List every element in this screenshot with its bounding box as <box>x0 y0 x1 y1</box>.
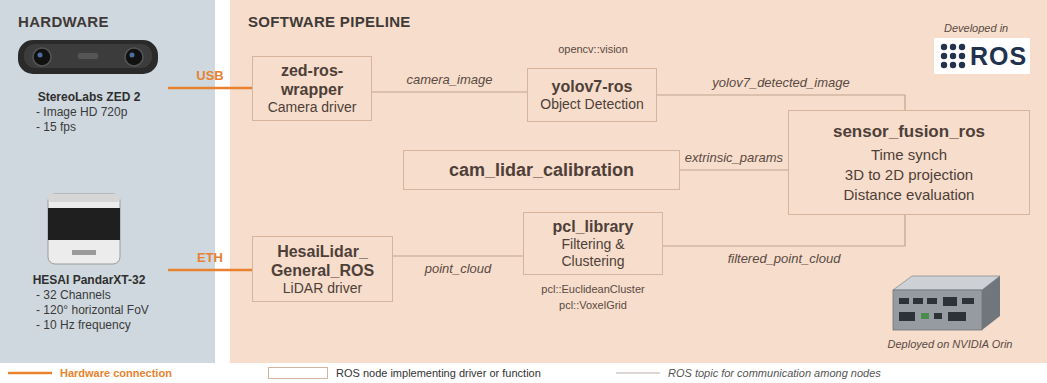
ros-topic-line <box>393 255 523 256</box>
legend-swatch <box>616 367 660 379</box>
hardware-panel-ground <box>0 0 215 363</box>
node-subtitle: Object Detection <box>540 96 644 113</box>
legend-entry: Hardware connection <box>8 366 172 380</box>
ros-node-box: zed-ros- wrapperCamera driver <box>252 56 372 121</box>
node-title: HesaiLidar_ General_ROS <box>263 242 382 280</box>
device-spec: - 15 fps <box>14 120 164 135</box>
device-name: StereoLabs ZED 2 <box>14 90 164 105</box>
panel-heading: SOFTWARE PIPELINE <box>248 13 1029 30</box>
legend-entry: ROS topic for communication among nodes <box>616 366 881 380</box>
library-note: opencv::vision <box>523 43 663 56</box>
topic-label: filtered_point_cloud <box>726 251 843 266</box>
node-subtitle: LiDAR driver <box>283 280 362 297</box>
node-title: sensor_fusion_ros <box>833 121 985 142</box>
connection-label: USB <box>194 68 225 83</box>
software-panel: SOFTWARE PIPELINE zed-ros- wrapperCamera … <box>230 0 1047 363</box>
topic-label: extrinsic_params <box>683 150 785 165</box>
node-function: Time synch <box>871 145 947 165</box>
note: Developed in <box>944 22 1034 35</box>
node-subtitle: Filtering & Clustering <box>534 236 652 270</box>
device-spec: - 32 Channels <box>14 288 164 303</box>
node-subtitle: Camera driver <box>268 99 357 116</box>
connection-label: ETH <box>195 250 225 265</box>
software-panel-ground <box>230 0 1047 363</box>
node-title: yolov7-ros <box>552 77 633 96</box>
device-spec: - 10 Hz frequency <box>14 318 164 333</box>
ros-logo <box>934 38 1030 74</box>
nvidia-orin-picture <box>893 276 1000 330</box>
ros-topic-line <box>680 169 788 170</box>
ros-node-box: yolov7-rosObject Detection <box>527 68 657 122</box>
library-note: pcl::VoxelGrid <box>513 299 673 312</box>
node-title: pcl_library <box>553 217 634 236</box>
ros-topic-line <box>372 91 527 92</box>
node-title: cam_lidar_calibration <box>449 159 634 181</box>
topic-label: yolov7_detected_image <box>710 75 851 90</box>
legend-text: ROS node implementing driver or function <box>336 367 541 380</box>
hardware-connection <box>168 269 252 272</box>
legend-line-sample <box>616 372 660 373</box>
device-name: HESAI PandarXT-32 <box>14 273 164 288</box>
device-spec: - Image HD 720p <box>14 105 164 120</box>
node-title: zed-ros- wrapper <box>263 61 361 99</box>
ros-topic-line <box>663 215 905 246</box>
node-function: 3D to 2D projection <box>845 165 973 185</box>
node-function: Distance evaluation <box>844 185 975 205</box>
topic-label: camera_image <box>405 72 495 87</box>
logo-text: ROS <box>970 41 1030 71</box>
library-note: pcl::EuclideanCluster <box>513 283 673 296</box>
ros-node-box: cam_lidar_calibration <box>403 150 680 190</box>
zed-camera-picture <box>18 40 158 74</box>
device-spec: - 120° horizontal FoV <box>14 303 164 318</box>
lidar-picture <box>48 194 120 264</box>
ros-node-box: pcl_libraryFiltering & Clustering <box>523 212 663 275</box>
camera-device: StereoLabs ZED 2- Image HD 720p- 15 fps <box>10 30 168 142</box>
note: Deployed on NVIDIA Orin <box>870 338 1030 351</box>
ros-topic-line <box>657 95 905 110</box>
legend-swatch <box>8 367 52 379</box>
legend-entry: ROS node implementing driver or function <box>268 366 541 380</box>
lidar-device: HESAI PandarXT-32- 32 Channels- 120° hor… <box>10 185 168 335</box>
legend-line-sample <box>8 372 52 375</box>
panel-heading: HARDWARE <box>18 13 197 30</box>
topic-label: point_cloud <box>423 261 494 276</box>
legend-swatch <box>268 367 328 379</box>
hardware-connection <box>168 87 252 90</box>
legend-text: Hardware connection <box>60 367 172 380</box>
ros-node-box: sensor_fusion_rosTime synch3D to 2D proj… <box>788 110 1030 215</box>
legend-text: ROS topic for communication among nodes <box>668 367 881 380</box>
ros-node-box: HesaiLidar_ General_ROSLiDAR driver <box>252 236 393 302</box>
legend-box-sample <box>269 368 328 379</box>
hardware-panel: HARDWAREStereoLabs ZED 2- Image HD 720p-… <box>0 0 215 363</box>
